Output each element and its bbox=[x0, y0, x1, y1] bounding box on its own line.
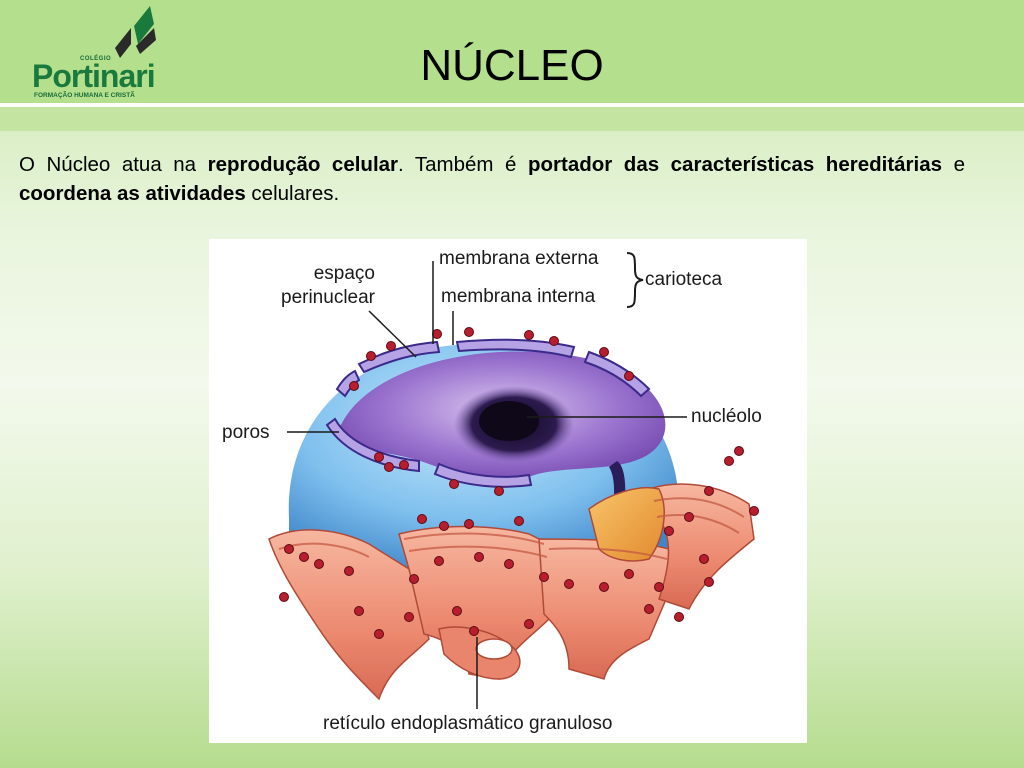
label-nucleolo: nucléolo bbox=[691, 406, 762, 427]
nucleus-diagram: espaço perinuclear membrana externa memb… bbox=[209, 239, 807, 743]
bold-coordinates: coordena as atividades bbox=[19, 182, 246, 205]
school-logo: COLÉGIO Portinari FORMAÇÃO HUMANA E CRIS… bbox=[28, 4, 168, 100]
intro-text-1: O Núcleo atua na bbox=[19, 153, 208, 176]
bold-reproduction: reprodução celular bbox=[207, 153, 399, 176]
label-membrana-interna: membrana interna bbox=[441, 286, 596, 307]
intro-text-2: . Também é bbox=[398, 153, 528, 176]
intro-paragraph: O Núcleo atua na reprodução celular. Tam… bbox=[19, 150, 965, 208]
label-perinuclear: perinuclear bbox=[281, 287, 375, 308]
carioteca-brace bbox=[626, 252, 644, 308]
nucleus-illustration bbox=[268, 252, 759, 709]
book-leaf-icon bbox=[115, 6, 156, 58]
header-band bbox=[0, 107, 1024, 131]
label-poros: poros bbox=[222, 422, 270, 443]
header-divider bbox=[0, 103, 1024, 107]
intro-text-4: celulares. bbox=[245, 182, 340, 205]
label-carioteca: carioteca bbox=[645, 269, 723, 290]
logo-prefix: COLÉGIO bbox=[80, 56, 112, 62]
label-membrana-externa: membrana externa bbox=[439, 248, 599, 269]
label-reticulo: retículo endoplasmático granuloso bbox=[323, 713, 613, 734]
bold-hereditary: portador das características hereditária… bbox=[527, 153, 943, 176]
label-espaco: espaço bbox=[313, 263, 375, 284]
ribosomes bbox=[279, 327, 759, 639]
logo-tagline: FORMAÇÃO HUMANA E CRISTÃ bbox=[34, 92, 135, 99]
nuclear-envelope bbox=[325, 338, 651, 488]
leader-lines bbox=[287, 261, 687, 709]
intro-text-3: e bbox=[942, 153, 965, 176]
logo-name: Portinari bbox=[32, 58, 156, 94]
slide-title: NÚCLEO bbox=[420, 41, 604, 90]
header-bar bbox=[0, 0, 1024, 103]
